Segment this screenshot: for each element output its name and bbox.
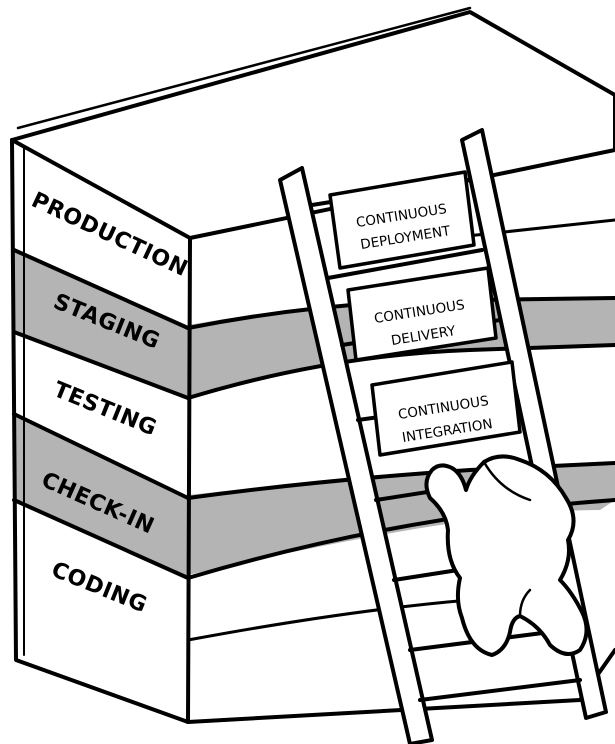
layered-stack-diagram: PRODUCTION STAGING TESTING CHECK-IN CODI…	[0, 0, 615, 744]
